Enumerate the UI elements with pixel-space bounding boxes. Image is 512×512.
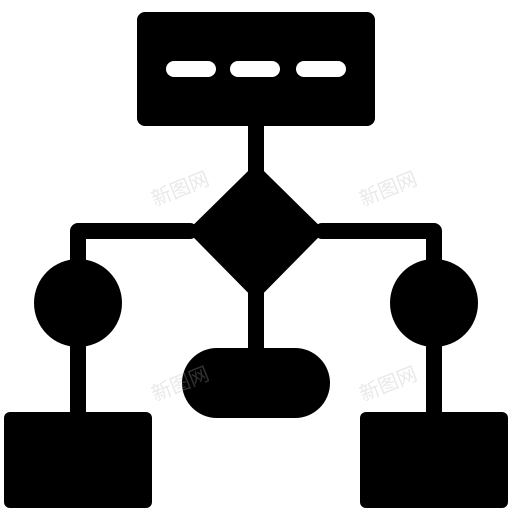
connector-left-branch — [70, 223, 198, 272]
dash-3 — [296, 61, 346, 77]
dash-2 — [230, 61, 280, 77]
dash-line-icon — [166, 61, 346, 77]
connector-lines — [70, 112, 442, 426]
left-circle-node — [34, 259, 122, 347]
watermark-text: 新图网 — [356, 167, 420, 211]
watermark-text: 新图网 — [148, 167, 212, 211]
bottom-left-box — [4, 412, 152, 508]
connector-right-branch — [314, 223, 442, 272]
decision-diamond — [188, 164, 324, 300]
watermark-text: 新图网 — [356, 362, 420, 406]
terminal-pill — [182, 348, 330, 418]
right-circle-node — [390, 259, 478, 347]
dash-1 — [166, 61, 216, 77]
bottom-right-box — [360, 412, 508, 508]
